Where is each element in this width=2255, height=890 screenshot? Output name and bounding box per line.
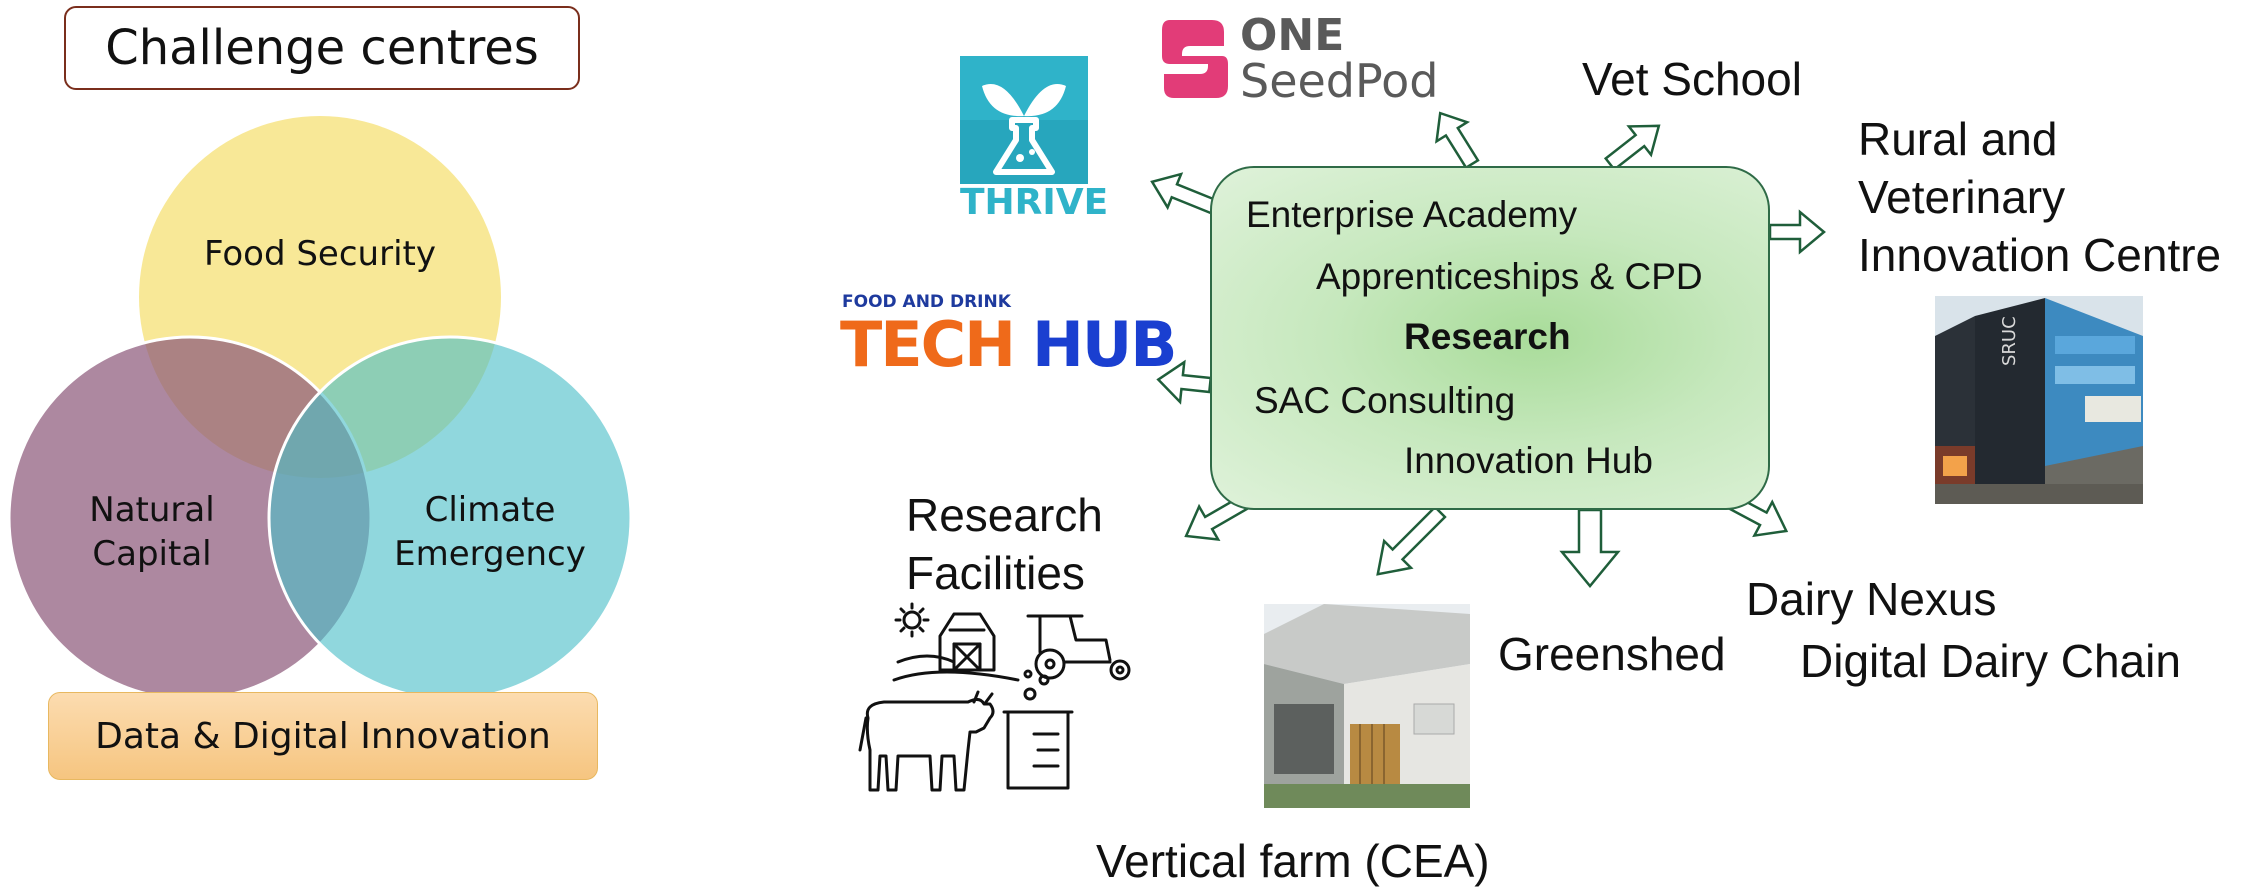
data-digital-innovation-box: Data & Digital Innovation	[48, 692, 598, 780]
rural-centre-line3: Innovation Centre	[1858, 229, 2222, 281]
vertical-farm-photo	[1264, 604, 1470, 808]
food-security-label: Food Security	[204, 234, 436, 274]
seedpod-logo-seedpod: SeedPod	[1240, 54, 1439, 108]
techhub-logo-small: FOOD AND DRINK	[842, 292, 1011, 312]
arrow-rural-centre	[1768, 209, 1826, 255]
sun-icon	[894, 602, 930, 638]
hub-apprenticeships: Apprenticeships & CPD	[1316, 256, 1703, 297]
climate-emergency-label: Climate Emergency	[380, 488, 600, 576]
rural-centre-photo: SRUC	[1935, 296, 2143, 504]
thrive-flask-icon	[960, 56, 1088, 184]
barn-icon	[892, 612, 1020, 682]
dairy-nexus-label: Dairy Nexus	[1746, 573, 1997, 625]
natural-capital-line1: Natural	[89, 490, 215, 530]
greenshed-label: Greenshed	[1498, 628, 1726, 680]
hub-box: Enterprise Academy Apprenticeships & CPD…	[1210, 166, 1770, 510]
rural-centre-line2: Veterinary	[1858, 171, 2066, 223]
techhub-logo-tech: TECH	[840, 308, 1016, 381]
climate-emergency-line2: Emergency	[394, 534, 586, 574]
thrive-logo-text: THRIVE	[960, 182, 1109, 223]
research-facilities-line1: Research	[906, 489, 1103, 541]
vet-school-label: Vet School	[1582, 53, 1802, 105]
venn-diagram	[7, 116, 633, 701]
rural-centre-line1: Rural and	[1858, 113, 2058, 165]
seedpod-logo-one: ONE	[1240, 10, 1345, 61]
building-photo-drawing	[1935, 296, 2143, 504]
natural-capital-line2: Capital	[92, 534, 212, 574]
hub-enterprise-academy: Enterprise Academy	[1246, 194, 1578, 235]
challenge-centres-title: Challenge centres	[64, 6, 580, 90]
tractor-icon	[1026, 614, 1131, 681]
research-facilities-icons	[858, 602, 1131, 792]
arrow-vet-school	[1603, 124, 1661, 172]
techhub-logo-hub: HUB	[1032, 308, 1177, 381]
arrow-vertical-farm	[1376, 505, 1447, 576]
thrive-logo: THRIVE	[960, 56, 1109, 223]
arrow-techhub	[1156, 359, 1213, 405]
hub-sac-consulting: SAC Consulting	[1254, 380, 1516, 421]
vertical-farm-label: Vertical farm (CEA)	[1096, 835, 1490, 887]
hub-innovation-hub: Innovation Hub	[1404, 440, 1653, 481]
seedpod-logo: ONE SeedPod	[1160, 10, 1460, 108]
cow-icon	[858, 690, 995, 792]
seedpod-s-icon	[1162, 20, 1228, 98]
natural-capital-label: Natural Capital	[52, 488, 252, 576]
arrow-greenshed	[1559, 508, 1621, 588]
techhub-logo: FOOD AND DRINK TECH HUB	[840, 292, 1177, 381]
research-facilities-line2: Facilities	[906, 547, 1085, 599]
hub-research: Research	[1404, 316, 1571, 357]
rural-building-sign: SRUC	[1999, 316, 2020, 366]
beaker-icon	[1002, 669, 1074, 790]
vertical-farm-drawing	[1264, 604, 1470, 808]
climate-emergency-line1: Climate	[424, 490, 556, 530]
arrow-seedpod	[1435, 111, 1480, 170]
digital-dairy-chain-label: Digital Dairy Chain	[1800, 635, 2181, 687]
